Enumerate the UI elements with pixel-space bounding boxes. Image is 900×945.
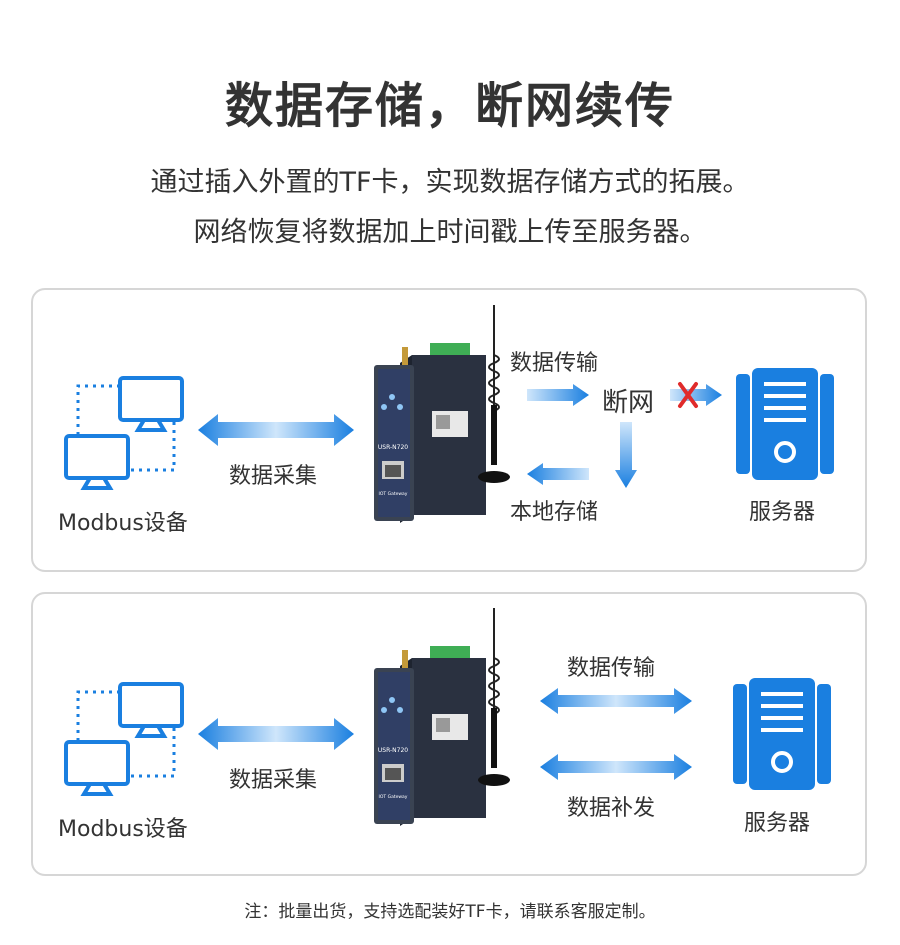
monitor-icon bbox=[118, 682, 184, 728]
collect-arrow bbox=[198, 718, 354, 750]
server-label: 服务器 bbox=[744, 811, 811, 836]
svg-text:USR-N720: USR-N720 bbox=[378, 747, 408, 754]
subtitle-line-1: 通过插入外置的TF卡，实现数据存储方式的拓展。 bbox=[150, 167, 750, 198]
collect-label: 数据采集 bbox=[229, 768, 318, 793]
disconnect-label: 断网 bbox=[602, 388, 655, 418]
svg-text:USR-N720: USR-N720 bbox=[378, 444, 408, 451]
modbus-devices-icon bbox=[64, 376, 184, 490]
cross-icon bbox=[678, 382, 698, 408]
collect-label: 数据采集 bbox=[229, 464, 318, 489]
down-arrow bbox=[615, 422, 637, 488]
monitor-icon bbox=[118, 376, 184, 422]
server-icon bbox=[736, 368, 834, 480]
antenna-icon bbox=[478, 608, 510, 786]
modbus-device-label: Modbus设备 bbox=[58, 817, 188, 842]
antenna-icon bbox=[478, 305, 510, 483]
transfer-double-arrow bbox=[540, 688, 692, 714]
transfer-label: 数据传输 bbox=[567, 656, 656, 681]
gateway-device: USR-N720 IOT Gateway bbox=[374, 343, 486, 523]
footnote: 注：批量出货，支持选配装好TF卡，请联系客服定制。 bbox=[244, 902, 656, 922]
resend-label: 数据补发 bbox=[567, 796, 656, 821]
monitor-icon bbox=[64, 434, 130, 480]
subtitle-line-2: 网络恢复将数据加上时间戳上传至服务器。 bbox=[193, 217, 707, 248]
monitor-icon bbox=[64, 740, 130, 786]
transfer-label: 数据传输 bbox=[510, 351, 599, 376]
svg-text:IOT Gateway: IOT Gateway bbox=[379, 491, 408, 497]
svg-text:IOT Gateway: IOT Gateway bbox=[379, 794, 408, 800]
modbus-device-label: Modbus设备 bbox=[58, 511, 188, 536]
page-title: 数据存储，断网续传 bbox=[224, 78, 675, 134]
gateway-device: USR-N720 IOT Gateway bbox=[374, 646, 486, 826]
collect-arrow bbox=[198, 414, 354, 446]
server-icon bbox=[733, 678, 831, 790]
resend-double-arrow bbox=[540, 754, 692, 780]
storage-arrow bbox=[527, 463, 589, 485]
local-storage-label: 本地存储 bbox=[510, 500, 599, 525]
server-label: 服务器 bbox=[749, 500, 816, 525]
transfer-arrow bbox=[527, 384, 589, 406]
modbus-devices-icon bbox=[64, 682, 184, 796]
blocked-arrow bbox=[670, 382, 722, 408]
